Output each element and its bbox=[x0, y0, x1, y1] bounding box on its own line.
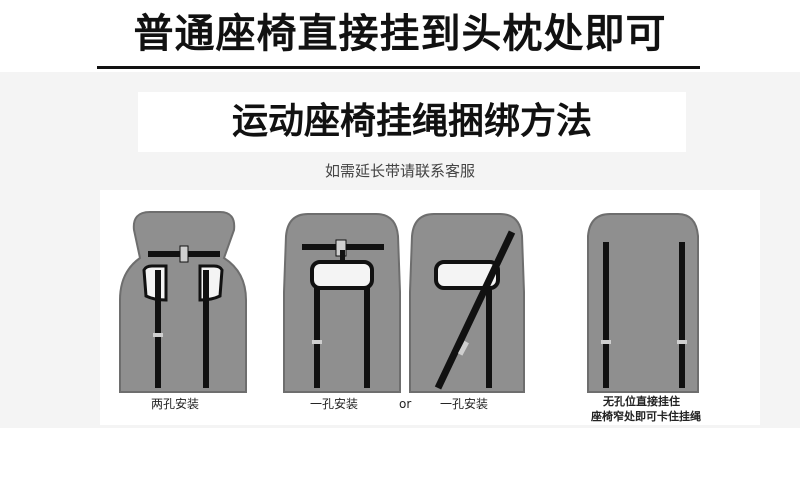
strap-right bbox=[679, 242, 685, 388]
seat-no-hole bbox=[587, 213, 699, 393]
caption-no-hole-line1: 无孔位直接挂住 bbox=[603, 395, 680, 408]
caption-no-hole-line2: 座椅窄处即可卡住挂绳 bbox=[591, 410, 701, 423]
seat-two-hole bbox=[119, 211, 247, 393]
strap-right bbox=[486, 288, 492, 388]
page-title: 普通座椅直接挂到头枕处即可 bbox=[133, 11, 667, 57]
title-underline bbox=[97, 66, 700, 69]
strap-diagonal bbox=[434, 230, 516, 390]
section-title-panel bbox=[138, 92, 686, 152]
section-title: 运动座椅挂绳捆绑方法 bbox=[231, 101, 592, 142]
extension-hint: 如需延长带请联系客服 bbox=[324, 162, 475, 180]
header-band bbox=[0, 0, 800, 70]
caption-one-hole-b: 一孔安装 bbox=[440, 397, 489, 411]
strap-left bbox=[314, 288, 320, 388]
caption-one-hole-a: 一孔安装 bbox=[310, 397, 359, 411]
caption-or: or bbox=[399, 397, 412, 411]
footer-band bbox=[0, 428, 800, 500]
strap-left bbox=[603, 242, 609, 388]
seat-one-hole-b bbox=[409, 213, 525, 393]
caption-two-hole: 两孔安装 bbox=[151, 397, 200, 411]
strap-left bbox=[155, 270, 161, 388]
strap-right bbox=[364, 288, 370, 388]
strap-right bbox=[203, 270, 209, 388]
seat-one-hole-a bbox=[283, 213, 401, 393]
